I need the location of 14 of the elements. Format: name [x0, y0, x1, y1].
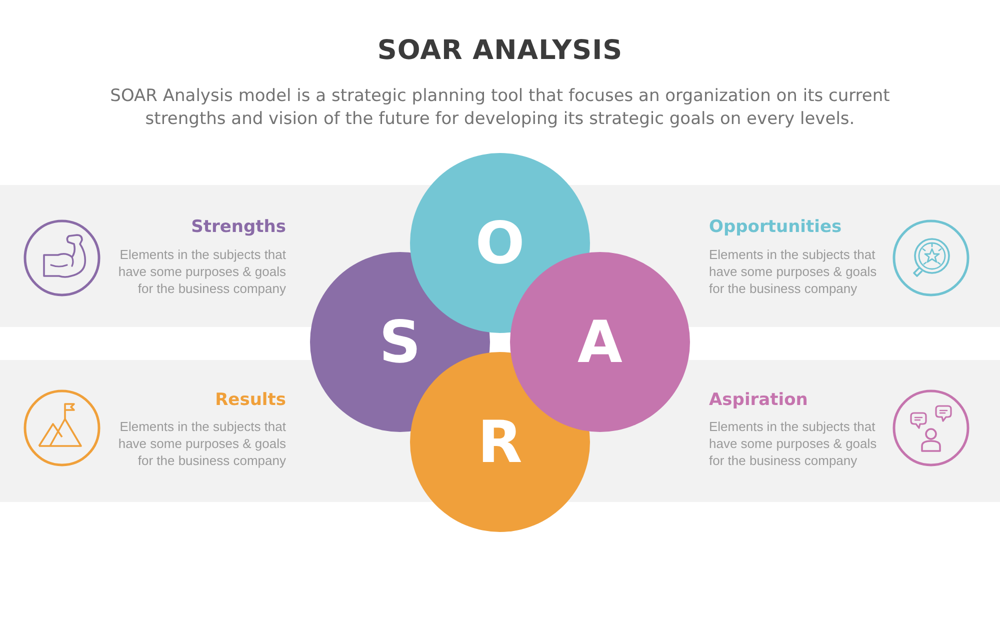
circle-letter: O	[475, 211, 525, 275]
circle-letter: R	[478, 410, 522, 474]
circle-letter: S	[379, 310, 421, 374]
section-description: Elements in the subjects that have some purposes & goals for the business company	[117, 418, 286, 469]
section-heading: Results	[215, 389, 286, 411]
section-description: Elements in the subjects that have some purposes & goals for the business company	[709, 246, 878, 297]
section-description: Elements in the subjects that have some purposes & goals for the business company	[709, 418, 878, 469]
circle-letter: A	[578, 310, 622, 374]
title: SOAR ANALYSIS	[376, 34, 624, 68]
section-heading: Aspiration	[709, 389, 808, 411]
subtitle: SOAR Analysis model is a strategic planning tool that focuses an organization on its current strengths and vision of the future for developing its strategic goals on every levels.	[109, 85, 891, 131]
section-description: Elements in the subjects that have some purposes & goals for the business company	[117, 246, 286, 297]
section-heading: Opportunities	[709, 216, 842, 238]
section-heading: Strengths	[191, 216, 286, 238]
